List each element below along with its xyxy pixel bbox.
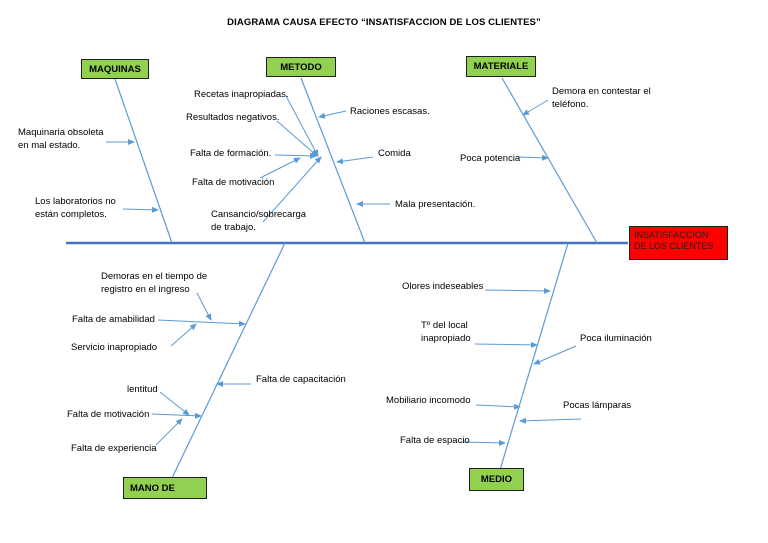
bone-maquinas: [114, 78, 173, 244]
cause-formacion: Falta de formación.: [190, 148, 272, 159]
arrow-formacion: [274, 152, 317, 159]
cause-amabilidad: Falta de amabilidad: [72, 314, 155, 325]
category-materiale: MATERIALE: [466, 56, 536, 77]
cause-demora-telefono: Demora en contestar el teléfono.: [552, 86, 651, 110]
cause-presentacion: Mala presentación.: [395, 199, 476, 210]
bone-materiale: [501, 77, 598, 244]
cause-servicio: Servicio inapropiado: [71, 342, 158, 353]
bone-metodo: [300, 77, 366, 244]
cause-raciones: Raciones escasas.: [350, 106, 430, 117]
bone-mano-de: [171, 242, 286, 479]
arrow-mobiliario: [475, 403, 521, 410]
cause-olores: Olores indeseables: [402, 281, 484, 292]
cause-recetas: Recetas inapropiadas.: [194, 89, 289, 100]
arrow-amabilidad: [157, 319, 246, 327]
arrow-cansancio: [262, 156, 322, 223]
arrow-lamparas: [519, 417, 582, 424]
cause-temperatura: Tº del local inapropiado: [421, 320, 471, 344]
cause-espacio: Falta de espacio: [400, 435, 470, 446]
arrow-resultados: [276, 120, 318, 157]
category-maquinas: MAQUINAS: [81, 59, 149, 79]
arrow-iluminacion: [533, 345, 577, 365]
cause-comida: Comida: [378, 148, 411, 159]
category-metodo: METODO: [266, 57, 336, 77]
cause-lamparas: Pocas lámparas: [563, 400, 632, 411]
arrow-motivacion-mano: [151, 412, 202, 419]
cause-poca-potencia: Poca potencia: [460, 153, 521, 164]
cause-motivacion-mano: Falta de motivación: [67, 409, 150, 420]
bone-medio: [499, 242, 569, 471]
arrow-espacio: [460, 439, 506, 446]
arrow-olores: [484, 287, 551, 294]
arrow-poca-potencia: [518, 154, 549, 161]
arrow-motivacion-metodo: [259, 157, 301, 179]
arrow-comida: [336, 156, 374, 165]
cause-demoras-registro: Demoras en el tiempo de registro en el i…: [101, 271, 208, 295]
arrow-experiencia: [155, 418, 183, 446]
arrow-lentitud: [159, 391, 190, 416]
arrow-servicio: [170, 323, 197, 347]
arrow-temperatura: [474, 341, 538, 348]
arrow-laboratorios: [122, 206, 159, 213]
arrow-demora-telefono: [522, 99, 549, 116]
category-medio: MEDIO: [469, 468, 524, 491]
effect-box: INSATISFACCION DE LOS CLIENTES: [629, 226, 728, 260]
cause-motivacion-metodo: Falta de motivación: [192, 177, 275, 188]
arrow-recetas: [285, 95, 319, 157]
cause-maquinaria-obsoleta: Maquinaria obsoleta en mal estado.: [18, 127, 104, 151]
arrow-raciones: [318, 110, 347, 119]
cause-capacitacion: Falta de capacitación: [256, 374, 346, 385]
cause-cansancio: Cansancio/sobrecarga de trabajo.: [211, 209, 307, 233]
cause-lentitud: lentitud: [127, 384, 158, 395]
cause-resultados: Resultados negativos.: [186, 112, 280, 123]
cause-experiencia: Falta de experiencia: [71, 443, 157, 454]
cause-iluminacion: Poca iluminación: [580, 333, 652, 344]
cause-mobiliario: Mobiliario incomodo: [386, 395, 471, 406]
category-mano-de: MANO DE: [123, 477, 207, 499]
diagram-title: DIAGRAMA CAUSA EFECTO “INSATISFACCION DE…: [227, 17, 541, 28]
cause-laboratorios: Los laboratorios no están completos.: [35, 196, 116, 220]
arrow-demoras-registro: [196, 292, 212, 321]
